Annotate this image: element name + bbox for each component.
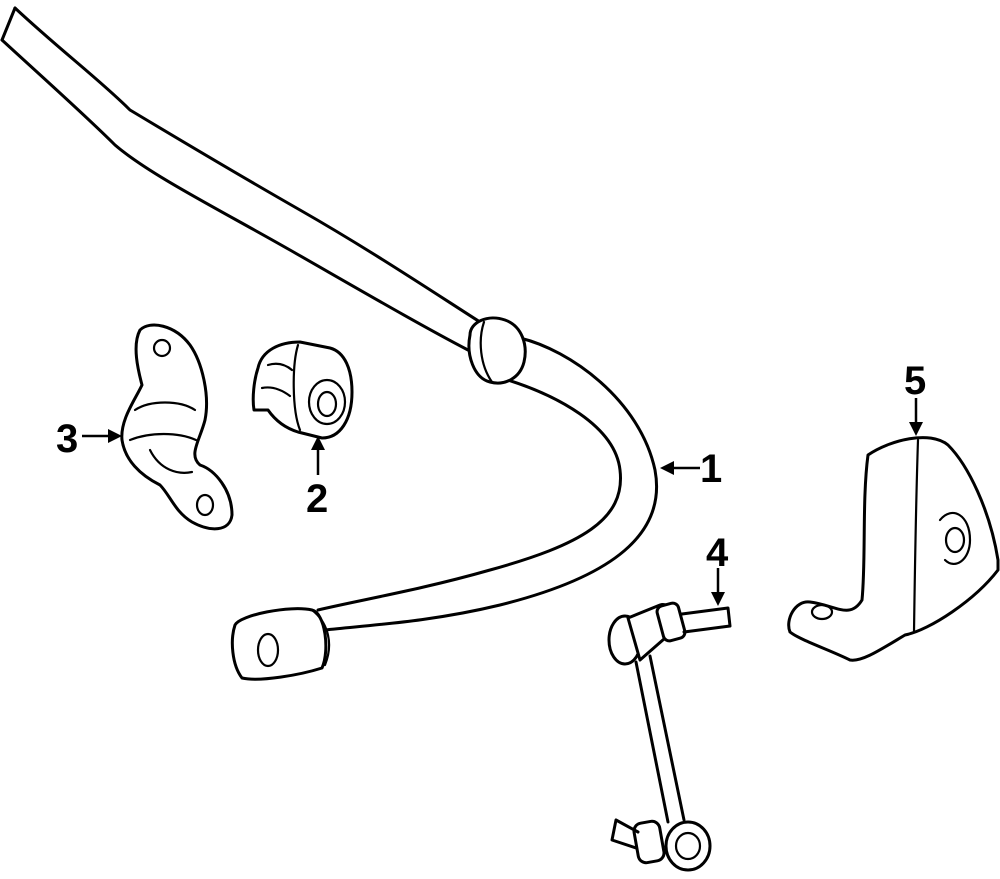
callout-5: 5 (904, 359, 926, 403)
stabilizer-bar (0, 6, 658, 681)
bracket (120, 323, 234, 531)
callout-arrow-2 (311, 436, 325, 475)
callout-4: 4 (706, 531, 729, 575)
callout-3: 3 (56, 417, 78, 461)
callout-arrow-3 (82, 429, 122, 443)
stabilizer-link (607, 601, 732, 872)
callout-arrow-1 (660, 461, 700, 475)
bushing (251, 340, 354, 440)
shield (787, 436, 1000, 662)
callout-arrow-5 (909, 398, 923, 436)
callout-2: 2 (306, 477, 328, 521)
callout-1: 1 (700, 447, 722, 491)
callout-arrow-4 (711, 568, 725, 606)
